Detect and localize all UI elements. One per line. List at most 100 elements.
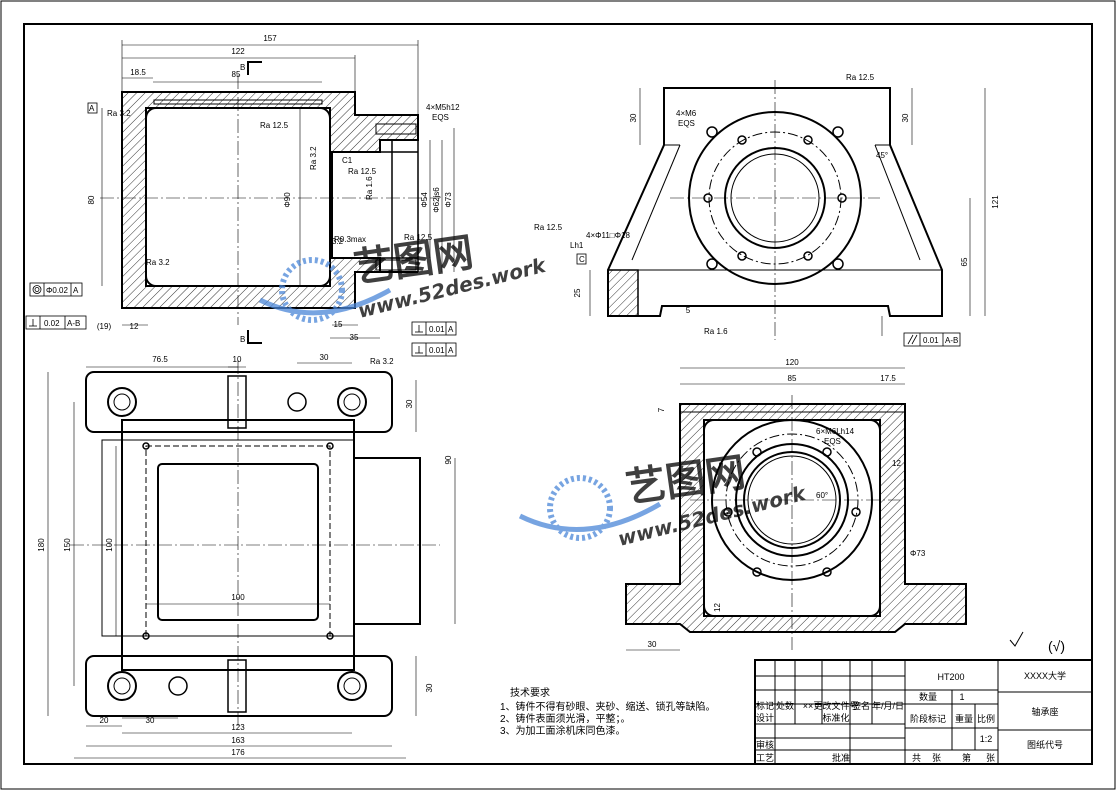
tb-drawing-code: 图纸代号 [1027, 739, 1063, 750]
tb-xx: ×× [803, 701, 814, 711]
dim-section-12b: 12 [713, 603, 722, 612]
tb-weight-label: 重量 [955, 713, 973, 724]
dim-section-30: 30 [648, 640, 657, 649]
dim-12: 12 [130, 322, 139, 331]
dim-35: 35 [350, 333, 359, 342]
dim-section-17-5: 17.5 [880, 374, 896, 383]
dim-side-30a: 30 [629, 113, 638, 122]
tb-approve-label: 批准 [832, 752, 850, 763]
tech-req-item-2: 2、铸件表面须光滑，平整；。 [500, 712, 631, 725]
tolerance-coax-frame [29, 282, 83, 297]
dim-plan-30a: 30 [320, 353, 329, 362]
tb-no-label: 第 [962, 752, 971, 763]
title-block [754, 659, 1093, 765]
thread-side: 4×M6 [676, 109, 697, 118]
dim-section-7: 7 [657, 407, 666, 412]
tb-part-name: 轴承座 [1031, 706, 1058, 717]
tb-process-label: 工艺 [756, 753, 774, 763]
dim-plan-90: 90 [444, 455, 453, 464]
roughness-front-8: 3.2 [332, 237, 344, 246]
dim-side-65: 65 [960, 257, 969, 266]
dim-side-30b: 30 [901, 113, 910, 122]
dim-side-25: 25 [573, 288, 582, 297]
tolerance-parallel-ref: A-B [945, 336, 958, 345]
dim-side-45deg: 45° [876, 151, 888, 160]
dim-section-12a: 12 [892, 459, 901, 468]
eqs-section: EQS [824, 437, 841, 446]
roughness-front-5: Ra 1.6 [365, 176, 374, 200]
dim-phi73: Φ73 [444, 192, 453, 208]
dim-plan-30b: 30 [405, 399, 414, 408]
dim-plan-176: 176 [231, 748, 245, 757]
dim-section-phi73: Φ73 [910, 549, 926, 558]
dim-plan-30c: 30 [425, 683, 434, 692]
roughness-side-3: Ra 1.6 [704, 327, 728, 336]
tb-qty-label: 数量 [919, 691, 937, 702]
dim-80: 80 [87, 195, 96, 204]
roughness-front-3: Ra 3.2 [107, 109, 131, 118]
tolerance-perp2-ref: A [448, 325, 454, 334]
tb-qty: 1 [959, 692, 964, 702]
tb-zones-label: 处数 [776, 700, 794, 711]
thread-front: 4×M5h12 [426, 103, 460, 112]
radius-max: R0.3max [334, 235, 366, 244]
tb-scale: 1:2 [980, 734, 993, 744]
roughness-side-2: Ra 12.5 [534, 223, 563, 232]
dim-phi62: Φ62js6 [432, 187, 441, 213]
tolerance-perp3-ref: A [448, 346, 454, 355]
tb-sheet2-label: 张 [986, 753, 995, 763]
section-mark-b-top: B [240, 63, 245, 72]
tolerance-perp3-value: 0.01 [429, 346, 445, 355]
tb-sign-label: 签名 [852, 700, 870, 711]
tb-material: HT200 [937, 672, 964, 682]
dim-85: 85 [232, 70, 241, 79]
roughness-front-2: Ra 12.5 [348, 167, 377, 176]
tolerance-perp1-ref: A-B [67, 319, 80, 328]
section-mark-b-bottom: B [240, 335, 245, 344]
dim-plan-10: 10 [233, 355, 242, 364]
dim-plan-76-5: 76.5 [152, 355, 168, 364]
tolerance-parallel-value: 0.01 [923, 336, 939, 345]
tolerance-perp1-value: 0.02 [44, 319, 60, 328]
tolerance-perp3-frame [411, 342, 457, 357]
tolerance-perp2-value: 0.01 [429, 325, 445, 334]
datum-c: C [579, 255, 585, 264]
dim-phi90: Φ90 [283, 192, 292, 208]
tb-scale-label: 比例 [977, 713, 995, 724]
dim-19: (19) [97, 322, 112, 331]
dim-plan-30d: 30 [146, 716, 155, 725]
dim-section-60deg: 60° [816, 491, 828, 500]
roughness-check-icon [1009, 631, 1024, 647]
tb-mark-label: 标记 [756, 700, 774, 711]
tech-req-title: 技术要求 [510, 686, 550, 699]
tolerance-parallel-frame [903, 332, 961, 347]
tb-cut-label: 更改文件号 [813, 700, 858, 711]
plan-view [47, 360, 456, 759]
holes-note: 4×Φ11□Φ18 [586, 231, 630, 240]
tolerance-perp1-frame [25, 315, 87, 330]
tech-req-item-3: 3、为加工面涂机床同色漆。 [500, 724, 626, 737]
dim-plan-20: 20 [100, 716, 109, 725]
lh1-note: Lh1 [570, 241, 584, 250]
dim-122: 122 [231, 47, 245, 56]
roughness-front-4: Ra 3.2 [146, 258, 170, 267]
dim-157: 157 [263, 34, 277, 43]
tb-sheet-label: 张 [932, 753, 941, 763]
roughness-side-1: Ra 12.5 [846, 73, 875, 82]
inner-border [23, 23, 1093, 765]
tech-req-item-1: 1、铸件不得有砂眼、夹砂、缩送、锁孔等缺陷。 [500, 700, 716, 713]
dim-section-85: 85 [788, 374, 797, 383]
dim-section-120: 120 [785, 358, 799, 367]
dim-plan-150: 150 [63, 538, 72, 552]
dim-plan-180: 180 [37, 538, 46, 552]
datum-a-front: A [89, 104, 95, 113]
tb-date-label: 年/月/日 [872, 700, 904, 711]
roughness-front-7: Ra 12.5 [404, 233, 433, 242]
roughness-front-1: Ra 12.5 [260, 121, 289, 130]
side-view [589, 80, 986, 340]
tb-stage-label: 阶段标记 [910, 713, 946, 724]
tb-total-label: 共 [912, 753, 921, 763]
dim-side-121: 121 [991, 195, 1000, 209]
